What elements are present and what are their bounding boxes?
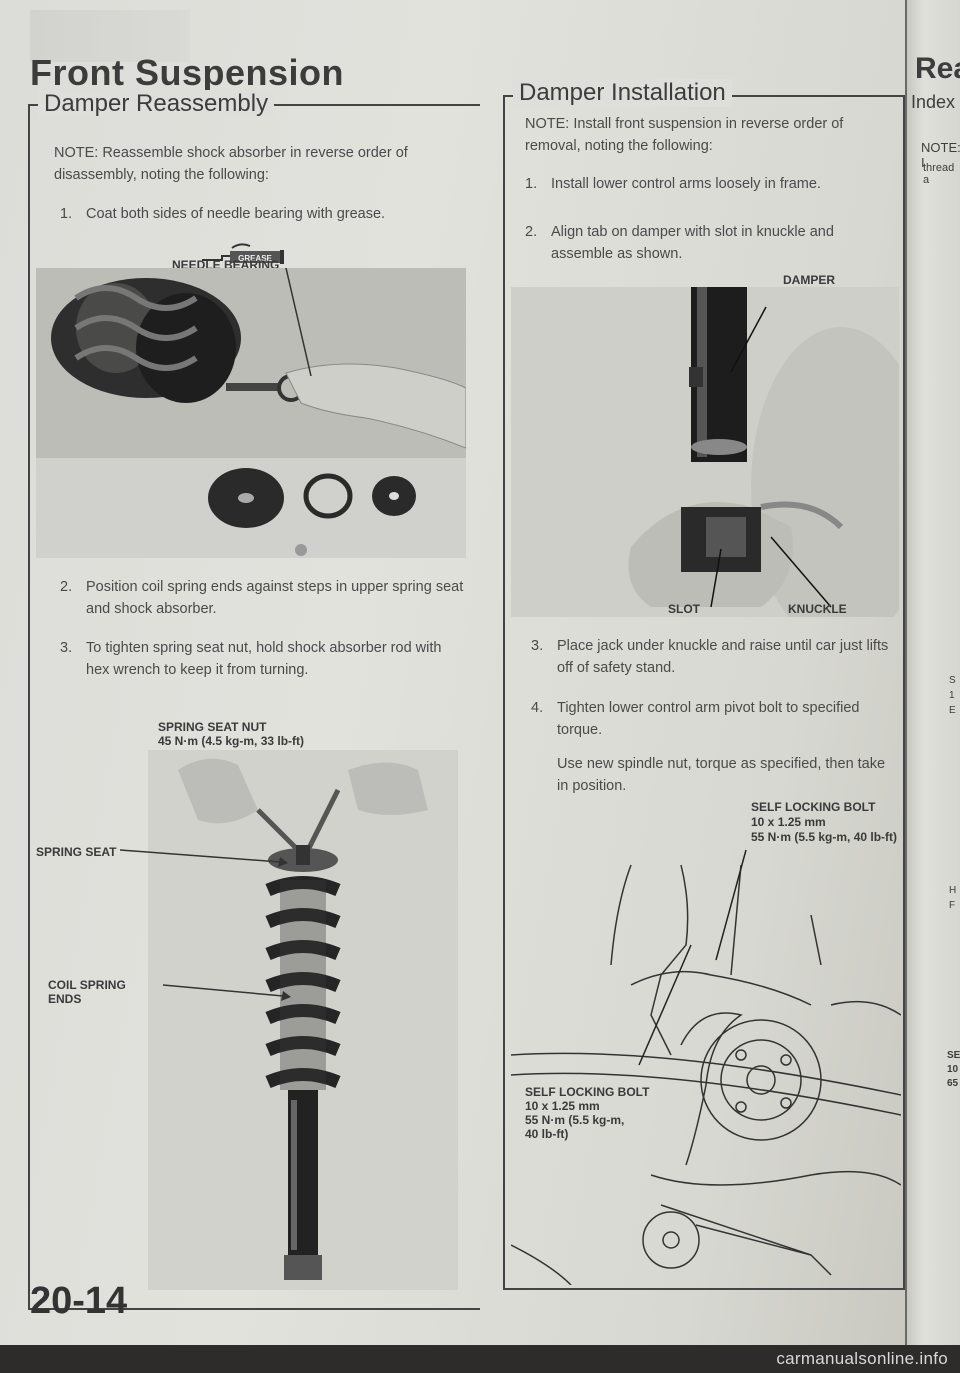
spring-assembly-photo [148, 750, 458, 1290]
bolt-bottom-label-4: 40 lb-ft) [525, 1127, 569, 1141]
extra-note: Use new spindle nut, torque as specified… [557, 756, 886, 794]
bolt-bottom-label-3: 55 N·m (5.5 kg-m, [525, 1113, 625, 1127]
knuckle-label: KNUCKLE [788, 602, 847, 616]
step-1: 1. Coat both sides of needle bearing wit… [60, 206, 386, 222]
section-heading: Damper Installation [513, 79, 732, 107]
step-3: 3. Place jack under knuckle and raise un… [531, 638, 889, 676]
step-3: 3. To tighten spring seat nut, hold shoc… [60, 640, 442, 678]
spring-seat-nut-torque: 45 N·m (4.5 kg-m, 33 lb-ft) [158, 734, 305, 748]
step-2: 2. Align tab on damper with slot in knuc… [525, 224, 834, 262]
step-4: 4. Tighten lower control arm pivot bolt … [531, 700, 860, 738]
coil-spring-ends-leader [163, 984, 291, 1001]
spring-seat-leader [120, 849, 288, 867]
edge-frag: F [949, 900, 956, 911]
spring-seat-nut-label: SPRING SEAT NUT [158, 720, 267, 734]
spring-seat-label: SPRING SEAT [36, 845, 117, 859]
note-text: NOTE: Install front suspension in revers… [525, 116, 844, 154]
knuckle-line-drawing [511, 849, 901, 1285]
note-text: NOTE: Reassemble shock absorber in rever… [54, 145, 408, 183]
edge-note-2: thread a [923, 162, 955, 186]
edge-frag: E [949, 705, 956, 716]
spring-assembly-illustration [148, 750, 458, 1290]
bolt-bottom-label-2: 10 x 1.25 mm [525, 1099, 600, 1113]
header-graphic [30, 10, 190, 62]
coil-spring-ends-label-1: COIL SPRING [48, 978, 126, 992]
grease-icon: GREASE [202, 243, 284, 264]
grease-tag: GREASE [238, 254, 272, 263]
section-heading: Damper Reassembly [38, 90, 275, 118]
page-title: Front Suspension [30, 52, 344, 93]
step-2: 2. Position coil spring ends against ste… [60, 579, 464, 617]
manual-page: Front Suspension Damper Reassembly NOTE:… [0, 0, 905, 1345]
bolt-top-label-3: 55 N·m (5.5 kg-m, 40 lb-ft) [751, 830, 898, 844]
needle-bearing-photo [36, 268, 466, 558]
edge-frag: 10 [947, 1064, 959, 1075]
edge-frag: S [949, 675, 956, 686]
edge-frag: 65 [947, 1078, 959, 1089]
step-1: 1. Install lower control arms loosely in… [525, 176, 821, 192]
bolt-top-label-1: SELF LOCKING BOLT [751, 800, 876, 814]
edge-note: NOTE: I [921, 140, 960, 170]
bottom-background [0, 1345, 960, 1373]
needle-bearing-illustration [36, 268, 466, 558]
page-number: 20-14 [30, 1280, 128, 1322]
bolt-top-label-2: 10 x 1.25 mm [751, 815, 826, 829]
damper-reassembly-section: Damper Reassembly NOTE: Reassemble shock… [28, 90, 480, 1310]
edge-subtitle: Index [911, 92, 956, 112]
coil-spring-ends-label-2: ENDS [48, 992, 82, 1006]
edge-title: Rea [915, 52, 960, 85]
damper-installation-section: Damper Installation NOTE: Install front … [503, 75, 905, 1290]
edge-frag: SE [947, 1050, 960, 1061]
slot-label: SLOT [668, 602, 700, 616]
damper-knuckle-illustration [511, 287, 899, 617]
damper-label: DAMPER [783, 273, 836, 287]
adjacent-page-edge: Rea Index NOTE: I thread a S 1 E H F SE … [905, 0, 960, 1345]
damper-knuckle-photo [511, 287, 899, 617]
watermark: carmanualsonline.info [776, 1349, 948, 1368]
edge-frag: 1 [949, 690, 955, 701]
bolt-bottom-label-1: SELF LOCKING BOLT [525, 1085, 650, 1099]
edge-frag: H [949, 885, 957, 896]
